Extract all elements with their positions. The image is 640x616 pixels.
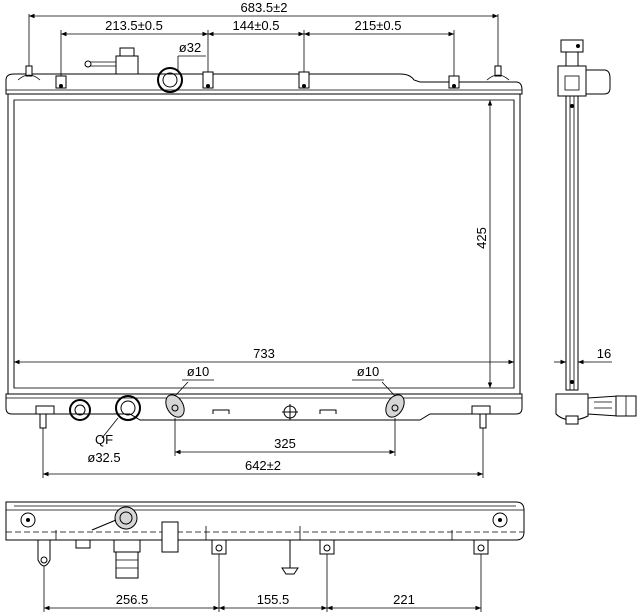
top-tank bbox=[5, 73, 523, 95]
label-qf: QF bbox=[95, 432, 113, 447]
bottom-view bbox=[5, 501, 525, 612]
top-bracket-4 bbox=[448, 75, 460, 89]
dim-cap-dia: ø32 bbox=[179, 40, 201, 55]
bolt-hole-right bbox=[381, 381, 405, 418]
top-bracket-3 bbox=[298, 71, 310, 89]
dim-bottom-mid: 155.5 bbox=[257, 592, 290, 607]
dim-pitch-mid: 144±0.5 bbox=[233, 18, 280, 33]
inlet-pipe bbox=[157, 67, 183, 93]
side-view bbox=[554, 39, 637, 425]
bottom-tank bbox=[5, 393, 523, 421]
top-bracket-2 bbox=[202, 71, 214, 89]
dim-bolt-dia-left: ø10 bbox=[187, 364, 209, 379]
top-bracket-1 bbox=[55, 75, 67, 89]
dim-mount-spacing: 642±2 bbox=[245, 458, 281, 473]
drain-plug bbox=[69, 399, 91, 421]
tank-ticks bbox=[55, 526, 453, 540]
dim-pitch-left: 213.5±0.5 bbox=[105, 18, 163, 33]
side-core bbox=[565, 95, 579, 391]
dim-overall-width: 683.5±2 bbox=[241, 0, 288, 15]
dim-depth: 16 bbox=[597, 346, 611, 361]
outlet-pipe bbox=[115, 395, 141, 421]
dim-outlet-dia: ø32.5 bbox=[87, 450, 120, 465]
front-view bbox=[5, 13, 523, 478]
dim-bolt-spacing: 325 bbox=[274, 436, 296, 451]
center-mark bbox=[282, 404, 298, 420]
top-mount-pin-right bbox=[494, 65, 502, 77]
dim-core-width: 733 bbox=[253, 346, 275, 361]
bottom-mount-pin-right bbox=[479, 413, 487, 429]
bolt-hole-left bbox=[165, 381, 189, 418]
bottom-mount-pin-left bbox=[39, 413, 47, 429]
dim-pitch-right: 215±0.5 bbox=[355, 18, 402, 33]
filler-neck bbox=[84, 47, 139, 75]
bottom-tank-plan bbox=[5, 501, 525, 541]
dim-bottom-left: 256.5 bbox=[116, 592, 149, 607]
dim-core-height: 425 bbox=[474, 227, 489, 249]
top-mount-pin-left bbox=[25, 65, 33, 77]
dim-bottom-right: 221 bbox=[393, 592, 415, 607]
dim-bolt-dia-right: ø10 bbox=[357, 364, 379, 379]
